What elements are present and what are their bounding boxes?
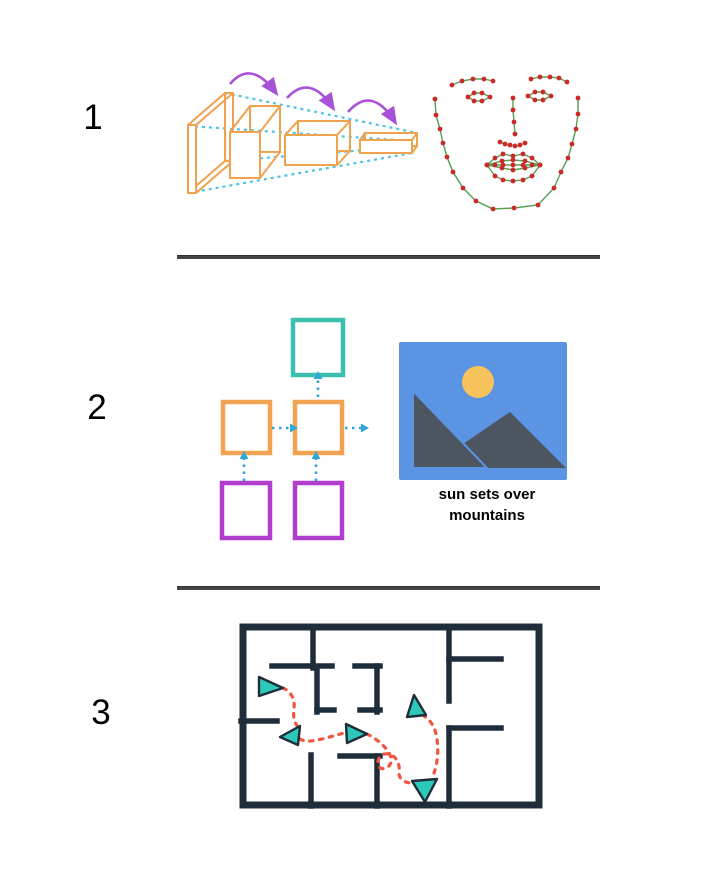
agent-triangle xyxy=(410,777,439,804)
teal-block xyxy=(290,317,346,378)
orange-block-left xyxy=(220,399,273,456)
mountain-icon xyxy=(412,388,490,469)
row-1-label: 1 xyxy=(83,98,103,137)
purple-block-right xyxy=(292,480,345,541)
agent-triangle xyxy=(257,675,285,698)
row-divider xyxy=(177,586,600,590)
sun-icon xyxy=(462,366,494,398)
image-caption: sun sets over mountains xyxy=(438,486,536,524)
row-divider xyxy=(177,255,600,259)
orange-block-right xyxy=(292,399,345,456)
block-flow-diagram xyxy=(219,317,369,541)
cnn-pyramid-diagram xyxy=(187,72,418,195)
purple-block-left xyxy=(219,480,273,541)
agent-triangle xyxy=(344,722,369,745)
agent-triangle xyxy=(405,693,428,719)
agent-triangle xyxy=(278,724,302,747)
row-2-label: 2 xyxy=(87,388,107,427)
picture-icon xyxy=(399,342,567,480)
maze-navigation-diagram xyxy=(238,623,543,809)
row-3-label: 3 xyxy=(91,693,111,732)
face-landmarks-diagram xyxy=(432,74,581,212)
